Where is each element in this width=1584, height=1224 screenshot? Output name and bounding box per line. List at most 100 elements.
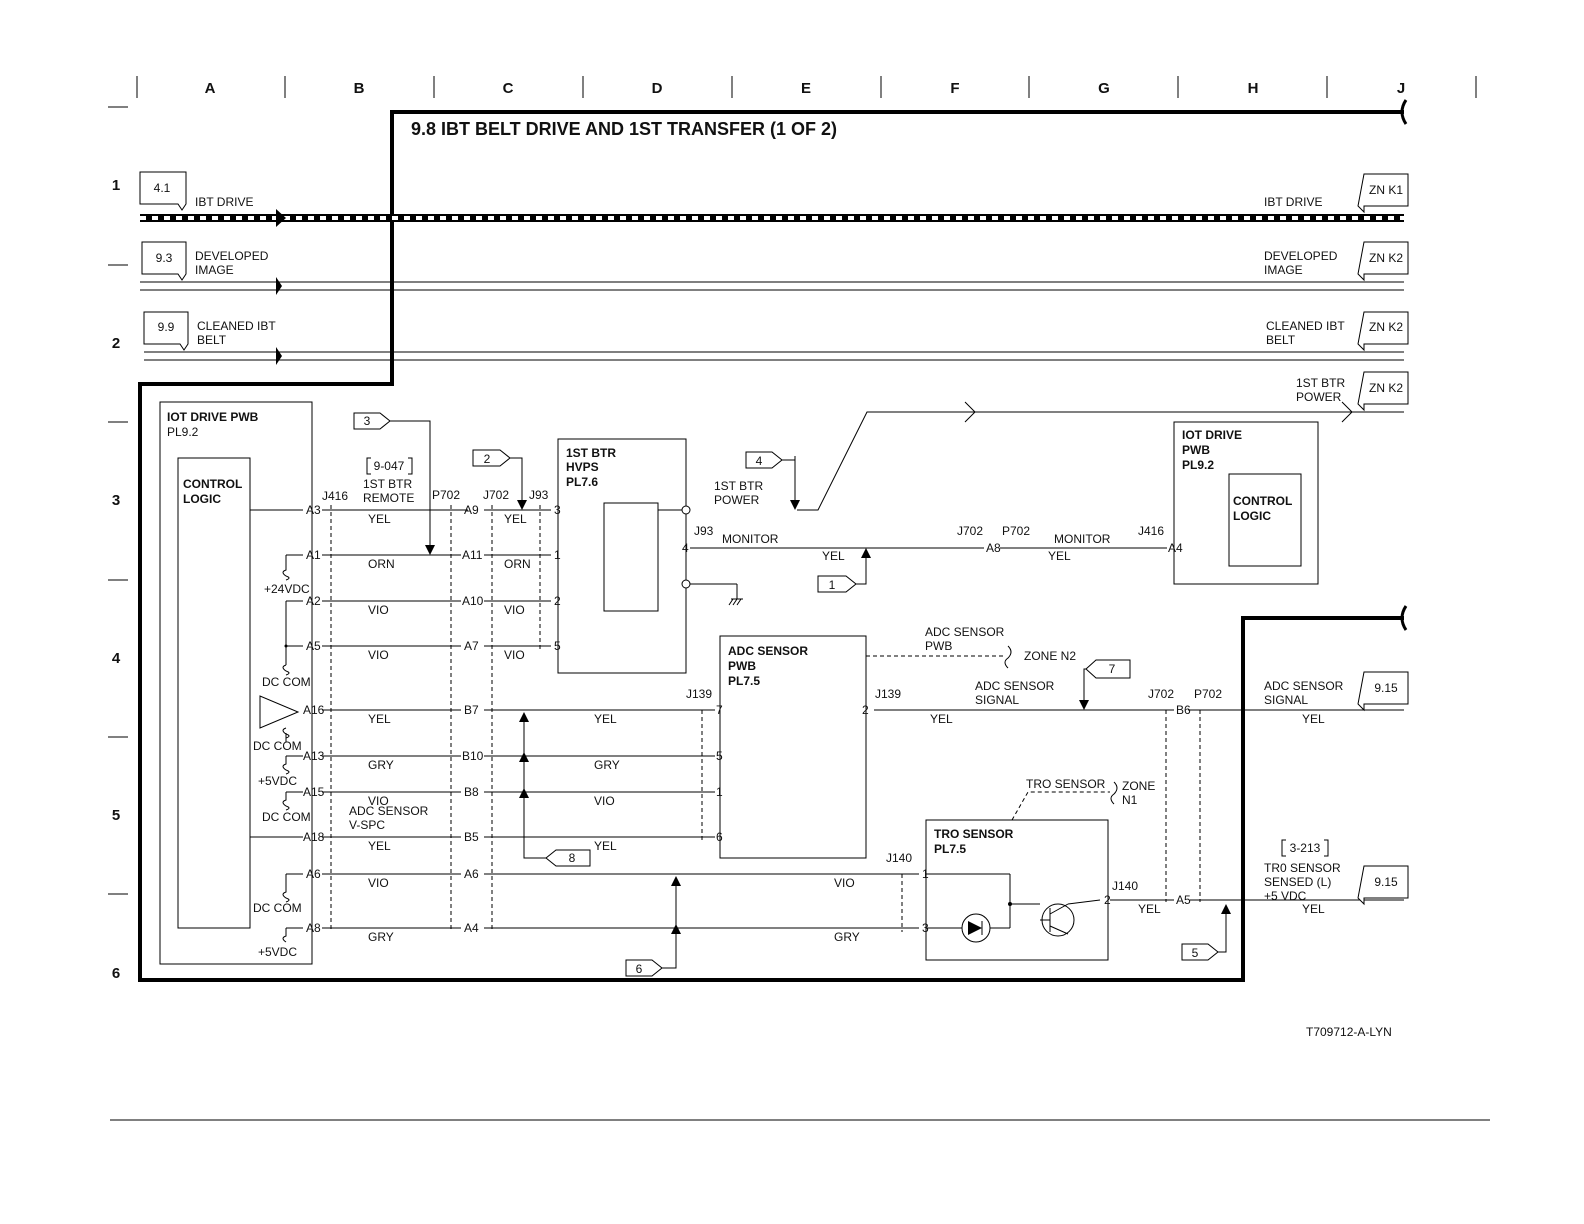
svg-text:4.1: 4.1 [154,181,171,195]
zone-label: ZONE [1122,779,1155,793]
pin-label: B5 [464,830,479,844]
pin-label: A6 [464,867,479,881]
svg-text:7: 7 [1109,662,1116,676]
svg-text:1ST BTR: 1ST BTR [363,477,412,491]
callout-7: 7 [1079,659,1131,710]
signal-label: TR0 SENSOR [1264,861,1341,875]
svg-text:3-213: 3-213 [1290,841,1321,855]
signal-label: ADC SENSOR [975,679,1055,693]
flag-zn-k2: ZN K2 [1357,311,1409,352]
power-label: DC COM [262,675,311,689]
wire-color: VIO [594,794,615,808]
block-label: TRO SENSOR [1026,777,1106,791]
flag-9-15: 9.15 [1357,671,1409,712]
col-label: J [1397,80,1405,97]
pin-label: 5 [716,749,723,763]
pin-label: A1 [306,548,321,562]
wire-color: VIO [368,876,389,890]
frame-border [138,110,1404,982]
block-label: HVPS [566,460,599,474]
power-label: DC COM [253,901,302,915]
ibt-drive-line [140,209,1404,227]
signal-label: IMAGE [195,263,234,277]
svg-text:9.9: 9.9 [158,320,175,334]
pin-label: B8 [464,785,479,799]
column-ruler: A B C D E F G H J [136,76,1477,98]
row-label: 3 [112,492,120,509]
signal-label: SENSED (L) [1264,875,1331,889]
flag-zn-k2: ZN K2 [1357,241,1409,282]
doc-id: T709712-A-LYN [1306,1025,1392,1039]
power-connections [259,554,303,943]
connector-label: J416 [1138,524,1164,538]
wire-color: VIO [368,648,389,662]
connector-label: J139 [686,687,712,701]
wire-color: YEL [594,712,617,726]
block-label: PWB [1182,443,1210,457]
svg-text:3: 3 [364,414,371,428]
pin-label: A3 [306,503,321,517]
svg-text:ZN K2: ZN K2 [1369,320,1403,334]
pin-label: 2 [1104,893,1111,907]
zone-label: ZONE N2 [1024,649,1076,663]
wire-color: VIO [368,794,389,808]
wire-color: YEL [1048,549,1071,563]
pin-label: 1 [922,867,929,881]
pin-label: A11 [462,548,483,562]
svg-text:6: 6 [636,962,643,976]
signal-label: POWER [714,493,760,507]
wire-color: YEL [368,512,391,526]
wire-color: ORN [504,557,531,571]
svg-text:REMOTE: REMOTE [363,491,414,505]
wire-color: GRY [368,758,394,772]
wire-color: YEL [368,839,391,853]
pin-label: A10 [462,594,484,608]
pin-label: B7 [464,703,479,717]
block-label: PL9.2 [1182,458,1214,472]
pin-label: A16 [303,703,325,717]
svg-text:8: 8 [569,851,576,865]
signal-label: MONITOR [722,532,779,546]
diagram-title: 9.8 IBT BELT DRIVE AND 1ST TRANSFER (1 O… [411,119,837,139]
power-label: DC COM [253,739,302,753]
svg-text:9.15: 9.15 [1374,681,1398,695]
connector-label: J702 [957,524,983,538]
callout-1: 1 [817,548,871,593]
wire-color: YEL [930,712,953,726]
connector-label: J140 [1112,879,1138,893]
svg-text:ZN K2: ZN K2 [1369,251,1403,265]
pin-label: A15 [303,785,325,799]
callout-6: 6 [625,876,681,977]
pin-label: 4 [682,541,689,555]
wire-color: GRY [368,930,394,944]
callout-5: 5 [1181,904,1231,961]
wire-color: VIO [834,876,855,890]
wire-color: YEL [504,512,527,526]
flag-9-3: 9.3 [141,241,187,281]
signal-label: +5 VDC [1264,889,1307,903]
signal-label: SIGNAL [1264,693,1308,707]
col-label: H [1248,80,1259,97]
block-label: ADC SENSOR [728,644,808,658]
flag-4-1: 4.1 [139,171,187,211]
wire-color: YEL [594,839,617,853]
wire-color: YEL [822,549,845,563]
signal-label: IMAGE [1264,263,1303,277]
block-label: PWB [728,659,756,673]
block-label: PWB [925,639,952,653]
signal-label: BELT [1266,333,1296,347]
pin-label: A7 [464,639,479,653]
cleaned-belt-line [144,347,1404,365]
pin-label: 3 [922,921,929,935]
signal-label: SIGNAL [975,693,1019,707]
tro-ref: 3-213 [1281,839,1329,857]
callout-8: 8 [519,712,591,867]
row-label: 6 [112,965,120,982]
zone-label: N1 [1122,793,1138,807]
svg-text:ZN K1: ZN K1 [1369,183,1403,197]
row-ruler: 1 2 3 4 5 6 [108,106,128,982]
signal-label: IBT DRIVE [195,195,253,209]
row-label: 5 [112,807,120,824]
control-logic-left [177,457,251,929]
